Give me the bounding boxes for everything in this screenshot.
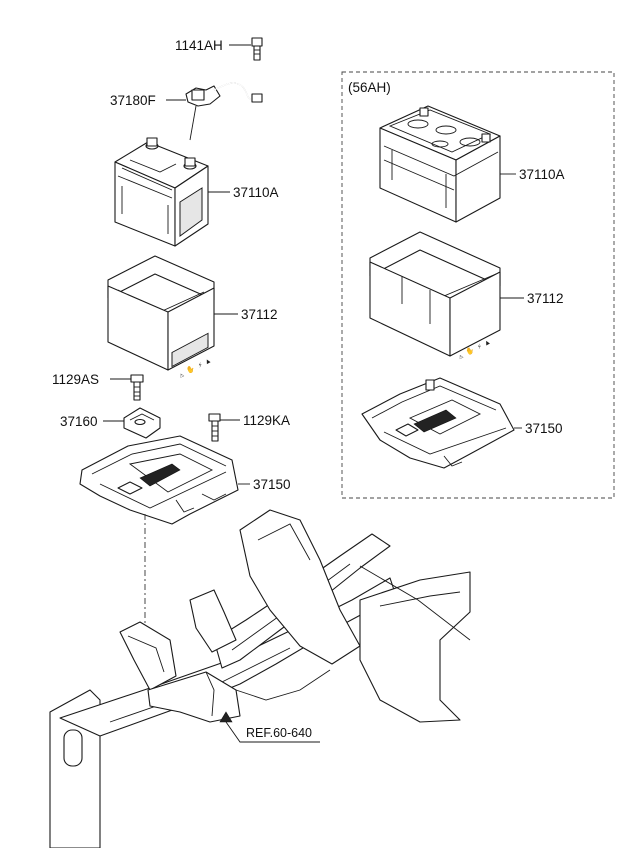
label-37112-left: 37112 xyxy=(241,307,278,322)
label-1129ka: 1129KA xyxy=(243,413,290,428)
cable-37180f xyxy=(185,82,263,141)
base-37150-right xyxy=(361,377,515,469)
label-37160: 37160 xyxy=(60,414,98,429)
variant-56ah-title: (56AH) xyxy=(348,80,391,95)
label-reference: REF.60-640 xyxy=(246,726,312,740)
label-37110a-left: 37110A xyxy=(233,185,279,200)
variant-56ah-box xyxy=(341,71,615,499)
label-37180f: 37180F xyxy=(110,93,156,108)
battery-37110a-right xyxy=(379,105,501,223)
tray-37112-left: ⚠ ✋ ⚡ ▲ xyxy=(107,255,215,380)
battery-37110a-left xyxy=(114,137,209,247)
label-37150-right: 37150 xyxy=(525,421,563,436)
bolt-1129ka xyxy=(208,413,221,442)
base-37150-left xyxy=(79,435,239,525)
label-37112-right: 37112 xyxy=(527,291,564,306)
bolt-1129as xyxy=(130,374,144,401)
label-37110a-right: 37110A xyxy=(519,167,565,182)
reference-callout: REF.60-640 xyxy=(219,711,320,743)
vehicle-body-structure xyxy=(49,509,471,848)
bracket-37160 xyxy=(123,407,161,439)
tray-37112-right: ⚠ ✋ ⚡ ▲ xyxy=(369,231,501,361)
label-1141ah: 1141AH xyxy=(175,38,223,53)
label-37150-left: 37150 xyxy=(253,477,291,492)
bolt-1141ah xyxy=(251,37,263,61)
label-1129as: 1129AS xyxy=(52,372,99,387)
